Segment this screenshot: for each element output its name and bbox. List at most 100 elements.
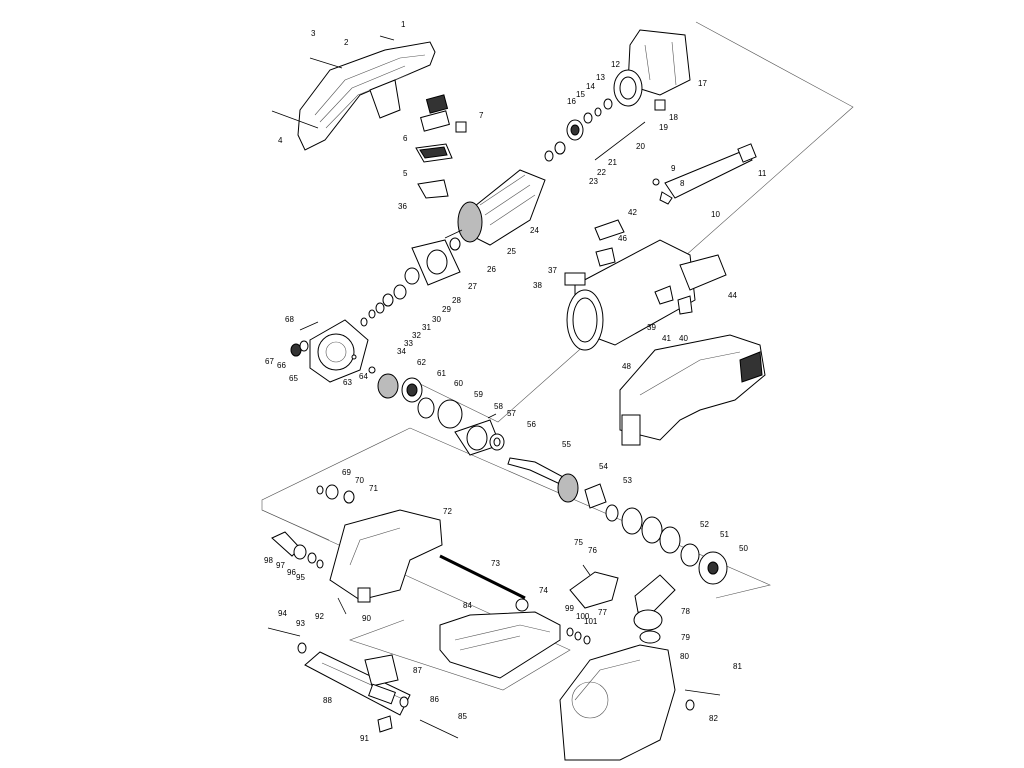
part-label: 65 — [289, 374, 298, 383]
gear-case-group — [290, 319, 505, 456]
part-label: 21 — [608, 158, 617, 167]
housing-group — [564, 143, 757, 351]
part-label: 85 — [458, 712, 467, 721]
part-label: 77 — [598, 608, 607, 617]
part-label: 76 — [588, 546, 597, 555]
part-label: 28 — [452, 296, 461, 305]
part-label: 78 — [681, 607, 690, 616]
part-label: 53 — [623, 476, 632, 485]
part-label: 42 — [628, 208, 637, 217]
handle-cover-group — [271, 35, 467, 199]
base-plate — [439, 611, 561, 679]
part-label: 96 — [287, 568, 296, 577]
rear-handle — [619, 334, 766, 446]
part-label: 46 — [618, 234, 627, 243]
part-label: 18 — [669, 113, 678, 122]
part-label: 30 — [432, 315, 441, 324]
part-label: 55 — [562, 440, 571, 449]
part-label: 99 — [565, 604, 574, 613]
part-label: 9 — [671, 164, 676, 173]
part-label: 92 — [315, 612, 324, 621]
part-label: 84 — [463, 601, 472, 610]
part-label: 73 — [491, 559, 500, 568]
part-label: 80 — [680, 652, 689, 661]
part-label: 39 — [647, 323, 656, 332]
part-label: 36 — [398, 202, 407, 211]
part-label: 67 — [265, 357, 274, 366]
part-label: 14 — [586, 82, 595, 91]
part-label: 33 — [404, 339, 413, 348]
part-label: 13 — [596, 73, 605, 82]
part-label: 82 — [709, 714, 718, 723]
part-label: 31 — [422, 323, 431, 332]
front-grip-group — [267, 627, 459, 739]
part-label: 6 — [403, 134, 408, 143]
part-label: 15 — [576, 90, 585, 99]
part-label: 64 — [359, 372, 368, 381]
part-label: 101 — [584, 617, 598, 626]
part-label: 100 — [576, 612, 590, 621]
part-label: 81 — [733, 662, 742, 671]
part-label: 12 — [611, 60, 620, 69]
part-label: 10 — [711, 210, 720, 219]
part-label: 37 — [548, 266, 557, 275]
part-label: 61 — [437, 369, 446, 378]
part-label: 48 — [622, 362, 631, 371]
part-label: 60 — [454, 379, 463, 388]
part-label: 68 — [285, 315, 294, 324]
part-label: 16 — [567, 97, 576, 106]
part-label: 63 — [343, 378, 352, 387]
part-label: 27 — [468, 282, 477, 291]
part-label: 91 — [360, 734, 369, 743]
part-label: 90 — [362, 614, 371, 623]
part-label: 22 — [597, 168, 606, 177]
part-label: 32 — [412, 331, 421, 340]
spindle-group — [507, 457, 728, 585]
part-label: 20 — [636, 142, 645, 151]
part-label: 57 — [507, 409, 516, 418]
part-label: 74 — [539, 586, 548, 595]
part-label: 50 — [739, 544, 748, 553]
part-label: 98 — [264, 556, 273, 565]
part-label: 25 — [507, 247, 516, 256]
part-label: 72 — [443, 507, 452, 516]
part-label: 51 — [720, 530, 729, 539]
part-label: 26 — [487, 265, 496, 274]
part-label: 69 — [342, 468, 351, 477]
part-label: 87 — [413, 666, 422, 675]
part-label: 54 — [599, 462, 608, 471]
part-label: 38 — [533, 281, 542, 290]
part-label: 2 — [344, 38, 349, 47]
part-label: 94 — [278, 609, 287, 618]
part-label: 44 — [728, 291, 737, 300]
part-label: 40 — [679, 334, 688, 343]
part-label: 3 — [311, 29, 316, 38]
part-label: 62 — [417, 358, 426, 367]
part-number-labels: 1 2 3 4 5 6 7 8 9 10 11 12 13 14 15 16 1… — [264, 20, 767, 743]
part-label: 19 — [659, 123, 668, 132]
part-label: 66 — [277, 361, 286, 370]
part-label: 93 — [296, 619, 305, 628]
part-label: 7 — [479, 111, 484, 120]
part-label: 88 — [323, 696, 332, 705]
part-label: 75 — [574, 538, 583, 547]
part-label: 17 — [698, 79, 707, 88]
part-label: 52 — [700, 520, 709, 529]
part-label: 8 — [680, 179, 685, 188]
part-label: 29 — [442, 305, 451, 314]
part-label: 86 — [430, 695, 439, 704]
part-label: 95 — [296, 573, 305, 582]
part-label: 5 — [403, 169, 408, 178]
motor-group — [360, 29, 691, 327]
part-label: 11 — [758, 169, 767, 178]
part-label: 1 — [401, 20, 406, 29]
part-label: 58 — [494, 402, 503, 411]
part-label: 71 — [369, 484, 378, 493]
part-label: 4 — [278, 136, 283, 145]
part-label: 41 — [662, 334, 671, 343]
part-label: 79 — [681, 633, 690, 642]
part-label: 70 — [355, 476, 364, 485]
wheel-guard-group — [271, 484, 529, 615]
part-label: 59 — [474, 390, 483, 399]
